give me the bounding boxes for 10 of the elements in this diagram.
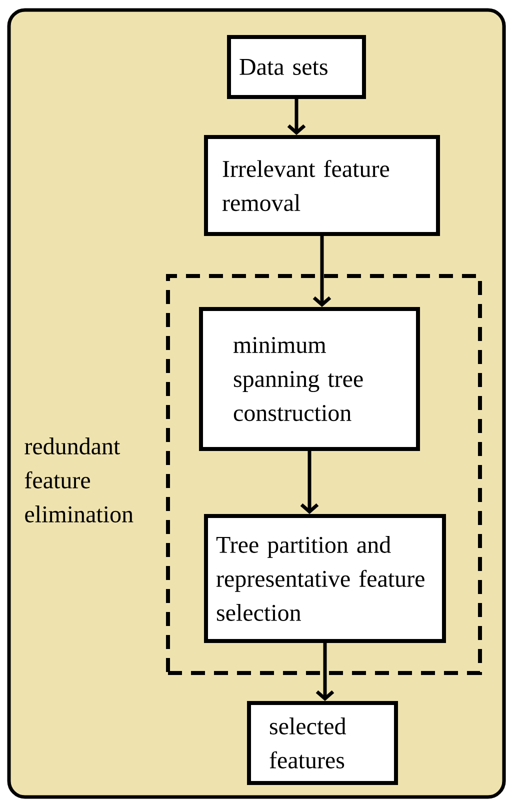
arrow — [316, 643, 334, 701]
process-box: Irrelevant feature removal — [204, 135, 440, 236]
arrow — [300, 451, 319, 514]
process-box: minimum spanning tree construction — [199, 307, 420, 451]
process-box: selected features — [247, 701, 398, 785]
process-box: Data sets — [227, 35, 366, 99]
group-label: redundant feature elimination — [24, 438, 134, 522]
arrow — [287, 99, 306, 135]
arrow — [312, 236, 332, 308]
process-box: Tree partition and representative feature selection — [204, 514, 446, 643]
